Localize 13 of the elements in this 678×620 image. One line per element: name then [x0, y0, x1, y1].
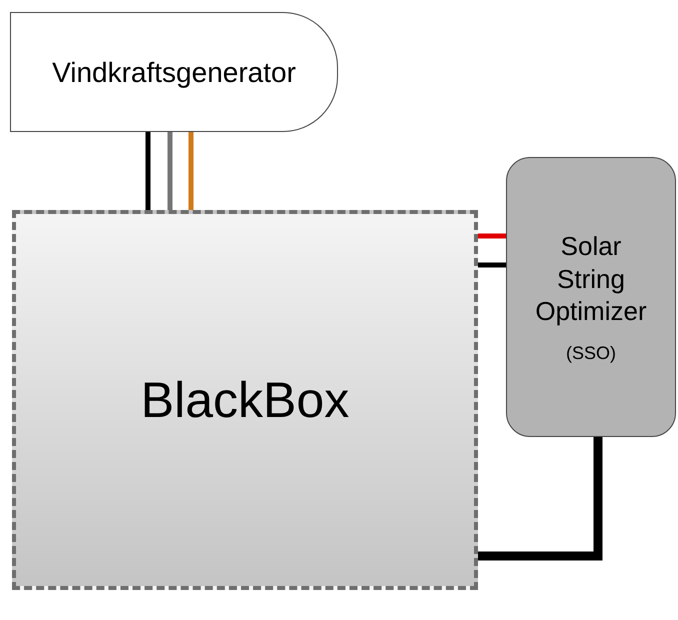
node-label: BlackBox — [140, 370, 350, 430]
node-label: Solar String Optimizer — [534, 230, 648, 328]
node-sublabel: (SSO) — [564, 342, 617, 364]
wire — [146, 132, 150, 210]
wire — [478, 234, 506, 238]
generator-box — [10, 12, 338, 132]
wire — [478, 262, 506, 268]
node-label: Vindkraftsgenerator — [51, 56, 297, 90]
blackbox-region — [12, 210, 478, 590]
wire — [188, 132, 194, 210]
wire — [478, 437, 602, 560]
wire — [168, 132, 172, 210]
optimizer-box — [506, 157, 676, 437]
